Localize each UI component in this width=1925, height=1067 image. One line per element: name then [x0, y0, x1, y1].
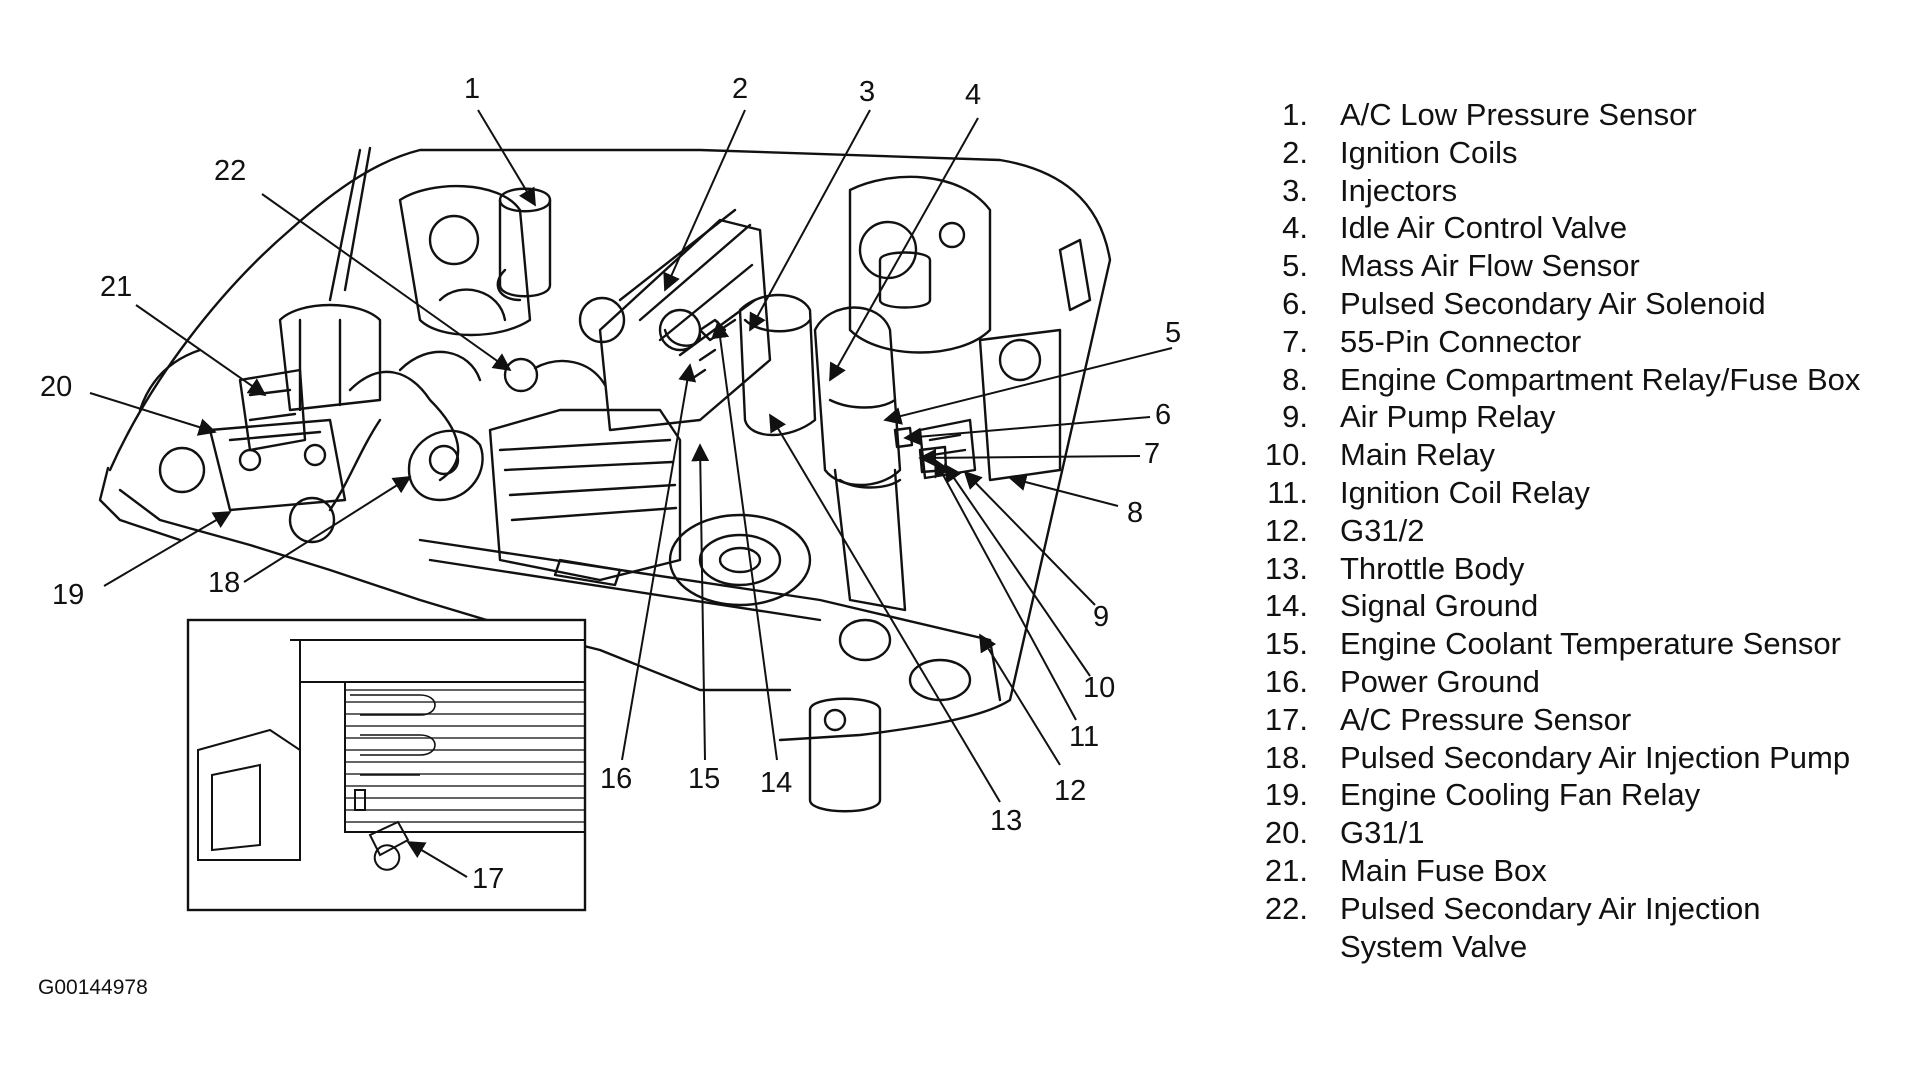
legend-item: 15.Engine Coolant Temperature Sensor [1264, 626, 1841, 662]
callout-16: 16 [600, 763, 632, 795]
legend-item: 12.G31/2 [1264, 512, 1425, 548]
callout-18: 18 [208, 567, 240, 599]
callout-numbers: 1 2 3 4 5 6 7 8 9 10 11 12 13 14 15 16 1… [40, 73, 1181, 895]
callout-12: 12 [1054, 775, 1086, 807]
legend-item: 16.Power Ground [1264, 663, 1540, 699]
legend-item: 19.Engine Cooling Fan Relay [1264, 777, 1701, 813]
legend-item: 4.Idle Air Control Valve [1282, 210, 1628, 246]
legend-item: 6.Pulsed Secondary Air Solenoid [1282, 285, 1766, 321]
callout-11: 11 [1069, 721, 1099, 753]
legend-item: 1.A/C Low Pressure Sensor [1282, 97, 1697, 132]
callout-15: 15 [688, 763, 720, 795]
callout-21: 21 [100, 271, 132, 303]
callout-4: 4 [965, 79, 981, 111]
legend-item: 8.Engine Compartment Relay/Fuse Box [1282, 361, 1861, 397]
callout-leaders [89, 109, 1173, 878]
legend-item: 7.55-Pin Connector [1282, 323, 1582, 359]
legend-item: 18.Pulsed Secondary Air Injection Pump [1264, 739, 1851, 775]
engine-bay-drawing [98, 146, 1112, 813]
callout-6: 6 [1155, 399, 1171, 431]
callout-7: 7 [1144, 438, 1160, 470]
callout-5: 5 [1165, 317, 1181, 349]
legend-item: 22.Pulsed Secondary Air Injection System… [1264, 890, 1761, 964]
legend-item: 2.Ignition Coils [1282, 134, 1518, 170]
legend-item: 14.Signal Ground [1264, 588, 1539, 624]
legend-item: 3.Injectors [1282, 172, 1458, 208]
callout-10: 10 [1083, 672, 1115, 704]
callout-14: 14 [760, 767, 792, 799]
callout-20: 20 [40, 371, 72, 403]
legend-item: 10.Main Relay [1264, 437, 1496, 473]
component-legend: 1.A/C Low Pressure Sensor 2.Ignition Coi… [1240, 96, 1920, 965]
callout-22: 22 [214, 155, 246, 187]
legend-item: 13.Throttle Body [1264, 550, 1525, 586]
callout-17: 17 [472, 863, 504, 895]
callout-9: 9 [1093, 601, 1109, 633]
legend-item: 21.Main Fuse Box [1264, 852, 1547, 888]
legend-item: 5.Mass Air Flow Sensor [1282, 248, 1640, 284]
callout-1: 1 [464, 73, 480, 105]
callout-8: 8 [1127, 497, 1143, 529]
callout-19: 19 [52, 579, 84, 611]
figure-code: G00144978 [38, 976, 148, 999]
inset-condenser-view [186, 618, 587, 912]
legend-item: 17.A/C Pressure Sensor [1264, 701, 1632, 737]
callout-13: 13 [990, 805, 1022, 837]
legend-item: 20.G31/1 [1264, 815, 1425, 851]
callout-2: 2 [732, 73, 748, 105]
legend-item: 9.Air Pump Relay [1282, 399, 1556, 435]
legend-item: 11.Ignition Coil Relay [1267, 474, 1590, 510]
callout-3: 3 [859, 76, 875, 108]
